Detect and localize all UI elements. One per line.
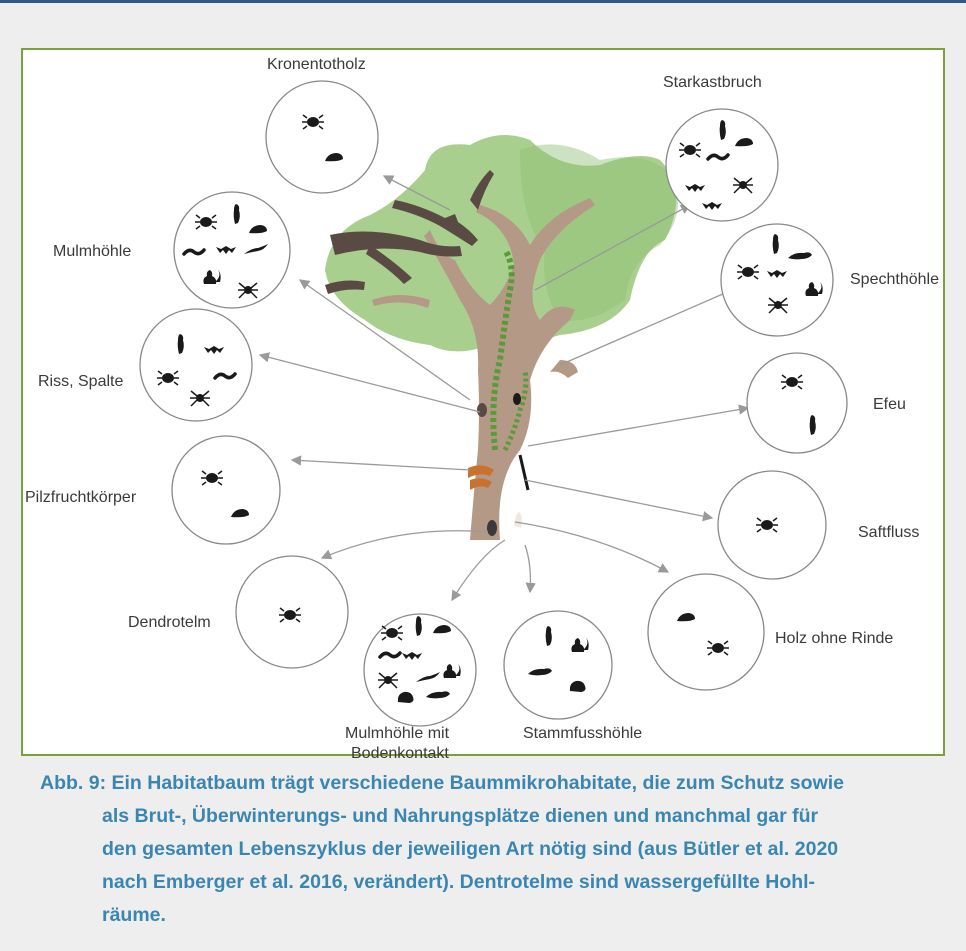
caption-line-5: räume. [102, 904, 166, 926]
label-kronentotholz: Kronentotholz [267, 56, 366, 73]
worm-icon [706, 153, 730, 161]
arrow-holz-ohne-rinde [514, 521, 670, 573]
beetle-icon [736, 264, 760, 280]
arrow-pilzfruchtkoerper [290, 455, 471, 471]
trunk-features [468, 393, 530, 536]
animals-dendrotelm [278, 607, 302, 623]
beetle-icon [780, 374, 804, 390]
beetle-icon [156, 370, 180, 386]
label-spechthoehle: Spechthöhle [850, 271, 939, 288]
arrows [258, 175, 750, 602]
beetle-icon [278, 607, 302, 623]
arrow-saftfluss [524, 479, 714, 522]
arrow-efeu [527, 404, 750, 447]
arrow-kronentotholz [382, 175, 451, 211]
habitat-labels: Kronentotholz Starkastbruch Mulmhöhle Sp… [25, 56, 939, 760]
animals-saftfluss [755, 517, 779, 533]
beetle-icon [706, 640, 730, 656]
circle-holz-ohne-rinde [647, 573, 765, 691]
arrow-riss-spalte [258, 352, 481, 413]
worm-icon [213, 372, 237, 380]
circle-kronentotholz [265, 80, 379, 194]
label-riss-spalte: Riss, Spalte [38, 373, 123, 390]
ivy [490, 248, 529, 452]
top-rule [0, 0, 966, 3]
label-efeu: Efeu [873, 396, 906, 413]
worm-icon [182, 248, 206, 256]
caption-line-3: den gesamten Lebenszyklus der jeweiligen… [102, 838, 839, 860]
label-mulmhoehle-boden-line2: Bodenkontakt [351, 745, 449, 760]
arrow-mulmhoehle-boden [451, 539, 506, 602]
worm-icon [378, 651, 402, 659]
beetle-icon [200, 470, 224, 486]
label-starkastbruch: Starkastbruch [663, 74, 762, 91]
circle-stammfusshoehle [503, 610, 613, 720]
label-dendrotelm: Dendrotelm [128, 614, 211, 631]
beetle-icon [380, 625, 404, 641]
habitat-tree-diagram: Kronentotholz Starkastbruch Mulmhöhle Sp… [25, 56, 939, 760]
arrow-stammfusshoehle [524, 544, 536, 594]
arrow-mulmhoehle [298, 279, 471, 401]
label-pilzfruchtkoerper: Pilzfruchtkörper [25, 489, 137, 506]
circle-riss-spalte [139, 308, 253, 422]
circle-pilzfruchtkoerper [171, 435, 281, 545]
arrow-starkastbruch [534, 204, 692, 291]
circle-efeu [746, 352, 848, 454]
arrow-dendrotelm [320, 530, 489, 560]
caption-line-4: nach Emberger et al. 2016, verändert). D… [102, 871, 816, 893]
dead-branches [325, 170, 494, 294]
label-stammfusshoehle: Stammfusshöhle [523, 725, 642, 742]
beetle-icon [678, 142, 702, 158]
tree-trunk [372, 198, 595, 540]
label-saftfluss: Saftfluss [858, 524, 919, 541]
beetle-icon [194, 214, 218, 230]
circle-starkastbruch [665, 108, 779, 222]
label-mulmhoehle-boden-line1: Mulmhöhle mit [345, 725, 450, 742]
beetle-icon [755, 517, 779, 533]
caption-line-2: als Brut-, Überwinterungs- und Nahrungsp… [102, 805, 819, 827]
circle-spechthoehle [720, 223, 834, 337]
label-holz-ohne-rinde: Holz ohne Rinde [775, 630, 893, 647]
arrow-spechthoehle [559, 288, 734, 366]
label-mulmhoehle: Mulmhöhle [53, 243, 131, 260]
circle-mulmhoehle-boden [363, 613, 477, 727]
figure-caption: Abb. 9: Ein Habitatbaum trägt verschiede… [40, 767, 950, 932]
beetle-icon [301, 114, 325, 130]
caption-line-1: Abb. 9: Ein Habitatbaum trägt verschiede… [40, 772, 844, 794]
